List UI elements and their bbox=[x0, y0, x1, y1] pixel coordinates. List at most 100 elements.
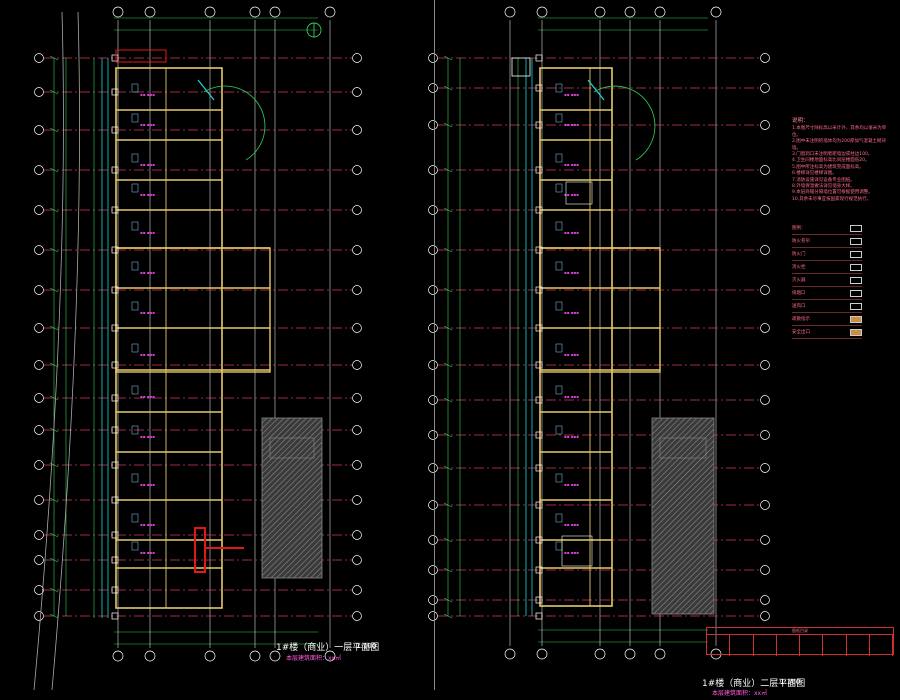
structural-column bbox=[111, 586, 119, 594]
structural-column bbox=[111, 126, 119, 134]
axis-bubble bbox=[352, 53, 362, 63]
structural-column bbox=[535, 431, 543, 439]
legend-label: 送风口 bbox=[792, 304, 806, 309]
axis-bubble bbox=[654, 648, 666, 660]
drawing-subtitle-first-floor: 本层建筑面积：xx㎡ bbox=[286, 655, 342, 662]
street-curb-line bbox=[33, 11, 64, 691]
axis-bubble bbox=[352, 323, 362, 333]
axis-bubble bbox=[760, 500, 770, 510]
axis-bubble bbox=[324, 6, 336, 18]
room-fixture bbox=[131, 221, 139, 231]
annotation-box bbox=[115, 49, 167, 63]
room-label-mark: ▪▪ ▪▪▪ bbox=[140, 92, 155, 97]
room-fixture bbox=[555, 113, 563, 123]
axis-bubble bbox=[34, 495, 44, 505]
design-notes-line: 3.门窗洞口未注明者距墙边或柱边100。 bbox=[792, 152, 873, 158]
legend-label: 灭火器 bbox=[792, 278, 806, 283]
axis-bubble bbox=[428, 120, 438, 130]
design-notes-title: 说明： bbox=[792, 118, 809, 124]
room-label-mark: ▪▪ ▪▪▪ bbox=[140, 192, 155, 197]
axis-bubble bbox=[428, 430, 438, 440]
axis-bubble bbox=[428, 535, 438, 545]
axis-bubble bbox=[324, 650, 336, 662]
axis-bubble bbox=[760, 565, 770, 575]
legend-table: 图例： 防火卷帘 防火门 消火栓 灭火器 排烟口 送风口 疏散指示 安全出口 bbox=[792, 222, 862, 339]
legend-symbol-icon bbox=[850, 263, 862, 271]
axis-bubble bbox=[760, 120, 770, 130]
room-fixture bbox=[131, 153, 139, 163]
axis-bubble bbox=[760, 595, 770, 605]
stair-box bbox=[561, 535, 593, 567]
axis-bubble bbox=[536, 648, 548, 660]
legend-symbol-icon bbox=[850, 250, 862, 258]
door-swing-arc bbox=[593, 85, 656, 161]
room-label-mark: ▪▪ ▪▪▪ bbox=[140, 310, 155, 315]
room-fixture bbox=[555, 261, 563, 271]
room-fixture bbox=[555, 385, 563, 395]
stair-flight bbox=[269, 437, 315, 459]
axis-bubble bbox=[428, 595, 438, 605]
structural-column bbox=[111, 206, 119, 214]
room-label-mark: ▪▪ ▪▪▪ bbox=[564, 482, 579, 487]
legend-label: 安全出口 bbox=[792, 330, 810, 335]
room-fixture bbox=[131, 343, 139, 353]
sheet-divider bbox=[434, 0, 435, 690]
structural-column bbox=[111, 246, 119, 254]
axis-bubble bbox=[428, 285, 438, 295]
structural-column bbox=[535, 54, 543, 62]
legend-symbol-icon bbox=[850, 289, 862, 297]
room-label-mark: ▪▪ ▪▪▪ bbox=[564, 92, 579, 97]
axis-bubble bbox=[249, 6, 261, 18]
axis-bubble bbox=[34, 285, 44, 295]
legend-symbol-icon bbox=[850, 276, 862, 284]
room-fixture bbox=[131, 425, 139, 435]
room-label-mark: ▪▪ ▪▪▪ bbox=[140, 122, 155, 127]
legend-row: 消火栓 bbox=[792, 261, 862, 274]
axis-bubble bbox=[112, 6, 124, 18]
axis-bubble bbox=[34, 323, 44, 333]
axis-bubble bbox=[760, 535, 770, 545]
axis-bubble bbox=[144, 6, 156, 18]
axis-bubble bbox=[760, 360, 770, 370]
legend-row: 防火卷帘 bbox=[792, 235, 862, 248]
design-notes-line: 5.图中所注标高为建筑完成面标高。 bbox=[792, 164, 864, 170]
room-fixture bbox=[131, 183, 139, 193]
design-notes-line: 9.本层商铺分隔墙位置可根据使用调整。 bbox=[792, 190, 873, 196]
room-label-mark: ▪▪ ▪▪▪ bbox=[140, 550, 155, 555]
axis-bubble bbox=[428, 323, 438, 333]
axis-bubble bbox=[352, 205, 362, 215]
axis-bubble bbox=[34, 460, 44, 470]
stair-box bbox=[565, 181, 593, 205]
structural-column bbox=[535, 166, 543, 174]
axis-bubble bbox=[760, 430, 770, 440]
legend-row: 灭火器 bbox=[792, 274, 862, 287]
angled-entry bbox=[587, 79, 605, 101]
room-fixture bbox=[555, 513, 563, 523]
legend-row: 疏散指示 bbox=[792, 313, 862, 326]
room-fixture bbox=[131, 83, 139, 93]
room-label-mark: ▪▪ ▪▪▪ bbox=[140, 162, 155, 167]
drawing-scale-first-floor: 1:100 bbox=[356, 642, 377, 650]
floor-plan-second-floor: ▪▪ ▪▪▪▪▪ ▪▪▪▪▪ ▪▪▪▪▪ ▪▪▪▪▪ ▪▪▪▪▪ ▪▪▪▪▪ ▪… bbox=[428, 6, 770, 660]
axis-bubble bbox=[760, 395, 770, 405]
structural-column bbox=[111, 54, 119, 62]
room-label-mark: ▪▪ ▪▪▪ bbox=[564, 230, 579, 235]
room-label-mark: ▪▪ ▪▪▪ bbox=[140, 352, 155, 357]
design-notes-line: 8.外墙保温做法详见墙身大样。 bbox=[792, 184, 855, 190]
structural-column bbox=[535, 536, 543, 544]
drawing-scale-second-floor: 1:100 bbox=[780, 678, 801, 686]
structural-column bbox=[535, 324, 543, 332]
axis-bubble bbox=[760, 205, 770, 215]
structural-column bbox=[111, 426, 119, 434]
design-notes-line: 7.消防设施详见设备专业图纸。 bbox=[792, 177, 855, 183]
legend-row: 安全出口 bbox=[792, 326, 862, 339]
angled-entry bbox=[197, 79, 215, 101]
axis-bubble bbox=[352, 530, 362, 540]
legend-symbol-icon bbox=[850, 302, 862, 310]
axis-bubble bbox=[594, 6, 606, 18]
axis-bubble bbox=[760, 463, 770, 473]
axis-bubble bbox=[428, 611, 438, 621]
axis-bubble bbox=[428, 463, 438, 473]
legend-row: 送风口 bbox=[792, 300, 862, 313]
room-label-mark: ▪▪ ▪▪▪ bbox=[140, 482, 155, 487]
